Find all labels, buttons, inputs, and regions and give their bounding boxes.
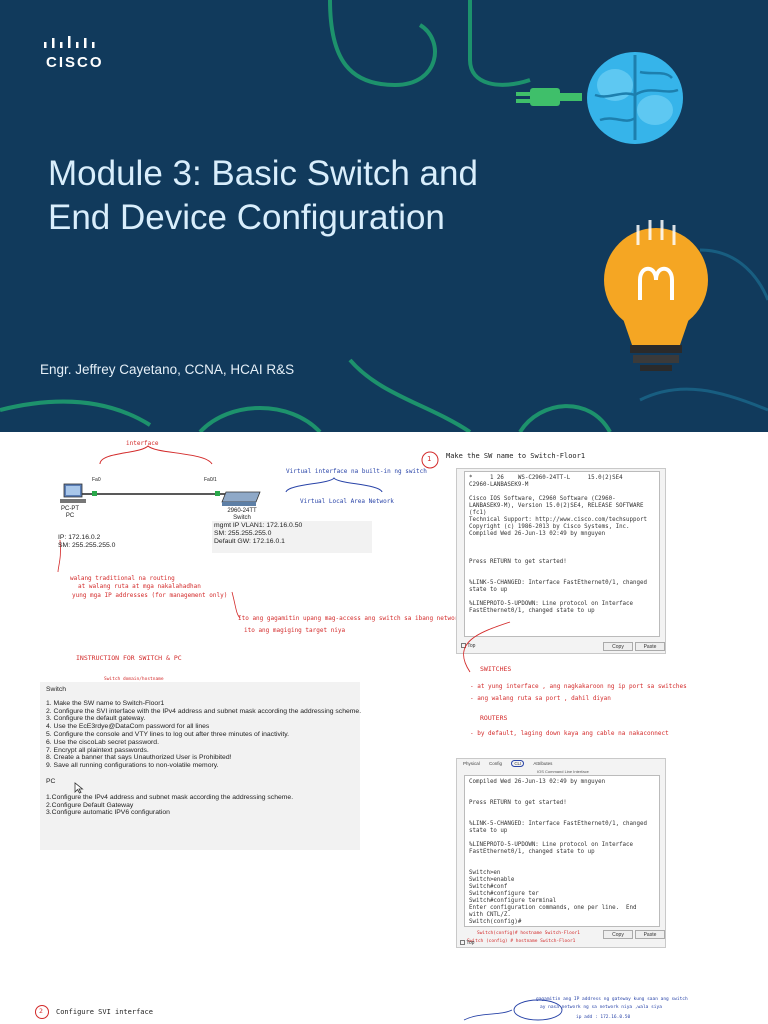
title-line-1: Module 3: Basic Switch and: [48, 154, 478, 193]
instruction-switch-title: Switch: [46, 686, 67, 693]
terminal-window-1: * 1 26 WS-C2960-24TT-L 15.0(2)SE4 C2960-…: [456, 468, 666, 654]
tab-attributes[interactable]: Attributes: [533, 761, 553, 766]
list-item: 2.Configure Default Gateway: [46, 801, 134, 809]
note-step2-3: ip add : 172.16.0.50: [576, 1015, 631, 1020]
list-item: 7. Encrypt all plaintext passwords.: [46, 746, 149, 754]
list-item: 9. Save all running configurations to no…: [46, 762, 219, 770]
note-switches-2: - ang walang ruta sa port , dahil diyan: [470, 695, 611, 702]
switch-address-box: mgmt IP VLAN1: 172.16.0.50 SM: 255.255.2…: [212, 521, 372, 553]
note-gateway-1: Ito ang gagamitin upang mag-access ang s…: [238, 615, 466, 622]
list-item: 8. Create a banner that says Unauthorize…: [46, 754, 232, 762]
cisco-logo-bars-icon: [44, 36, 95, 48]
switch-port-label: Fa0/1: [204, 477, 217, 483]
list-item: 2. Configure the SVI interface with the …: [46, 707, 362, 715]
note-step2-1: gagamitin ang IP address ng gateway kung…: [536, 997, 688, 1002]
list-item: 1.Configure the IPv4 address and subnet …: [46, 793, 294, 801]
note-switches-1: - at yung interface , ang nagkakaroon ng…: [470, 683, 687, 690]
small-note-hostname: Switch domain/hostname: [104, 677, 164, 682]
paste-button[interactable]: Paste: [635, 642, 665, 651]
title-line-2: End Device Configuration: [48, 198, 445, 237]
note-step2-2: ay nasa network ng sa network niya ,wala…: [540, 1005, 662, 1010]
step-2-number: 2: [39, 1007, 43, 1015]
switch-icon: [221, 491, 261, 506]
list-item: 3.Configure automatic IPV6 configuration: [46, 809, 170, 817]
pc-address-box: IP: 172.16.0.2 SM: 255.255.255.0: [58, 534, 116, 549]
author: Engr. Jeffrey Cayetano, CCNA, HCAI R&S: [40, 362, 295, 377]
instruction-heading: INSTRUCTION FOR SWITCH & PC: [76, 654, 182, 662]
pc-icon: [60, 483, 86, 503]
terminal-output-1[interactable]: * 1 26 WS-C2960-24TT-L 15.0(2)SE4 C2960-…: [464, 471, 660, 637]
annotation-circle: [463, 999, 563, 1021]
note-routers: ROUTERS: [480, 714, 508, 722]
note-gateway-2: ito ang magiging target niya: [244, 627, 346, 634]
note-hostname-2: Switch (config) # hostname Switch-Floor1: [467, 939, 576, 944]
switch-instruction-list: 1. Make the SW name to Switch-Floor1 2. …: [46, 699, 362, 770]
paste-button[interactable]: Paste: [635, 930, 665, 939]
slide-background-art: [0, 0, 768, 432]
pc-device-label: PC-PT PC: [61, 506, 79, 519]
page-title: Module 3: Basic Switch and End Device Co…: [48, 152, 568, 240]
lightbulb-icon: [604, 220, 708, 371]
step-2-circle-icon: [35, 1005, 49, 1019]
tab-config[interactable]: Config: [489, 761, 503, 766]
terminal-tabs: Physical Config CLI Attributes: [463, 760, 553, 767]
topology-drawing: [57, 445, 383, 619]
copy-button[interactable]: Copy: [603, 930, 633, 939]
instruction-box: Switch Switch domain/hostname 1. Make th…: [40, 677, 362, 850]
switch-device-label: 2960-24TT Switch: [227, 508, 257, 521]
pc-port-label: Fa0: [92, 477, 101, 483]
note-interface: interface: [126, 440, 159, 447]
list-item: 5. Configure the console and VTY lines t…: [46, 730, 290, 738]
list-item: 6. Use the ciscoLab secret password.: [46, 738, 159, 746]
terminal-output-2[interactable]: Compiled Wed 26-Jun-13 02:49 by mnguyen …: [464, 775, 660, 927]
tab-cli[interactable]: CLI: [511, 760, 525, 767]
cisco-logo: CISCO: [46, 54, 104, 71]
annotation-arrow: [463, 621, 511, 673]
note-pc-2: at walang ruta at mga nakalahadhan: [78, 583, 201, 590]
step-1-number: 1: [427, 455, 432, 463]
terminal-window-2: Physical Config CLI Attributes IOS Comma…: [456, 758, 666, 948]
note-pc-1: walang traditional na routing: [70, 575, 175, 582]
step-1-heading: Make the SW name to Switch-Floor1: [446, 452, 586, 460]
brain-icon: [587, 52, 683, 144]
list-item: 4. Use the EcE3rdye@DataCom password for…: [46, 723, 210, 731]
checkbox-icon[interactable]: [460, 940, 465, 946]
note-hostname-1: Switch(config)# hostname Switch-Floor1: [477, 931, 580, 936]
list-item: 1. Make the SW name to Switch-Floor1: [46, 699, 165, 707]
notes-page: interface Fa0 Fa0/1 PC-PT PC 2960-24TT S…: [0, 432, 768, 1024]
note-virtual-interface: Virtual interface na built-in ng switch: [286, 468, 427, 475]
title-slide: CISCO Module 3: Basic Switch and End Dev…: [0, 0, 768, 432]
step-1-circle-icon: [421, 451, 439, 469]
note-routers-1: - by default, laging down kaya ang cable…: [470, 730, 669, 737]
step-2-heading: Configure SVI interface: [56, 1008, 153, 1016]
cli-title: IOS Command Line Interface: [537, 769, 589, 774]
copy-button[interactable]: Copy: [603, 642, 633, 651]
mouse-cursor-icon: [74, 782, 84, 794]
tab-physical[interactable]: Physical: [463, 761, 480, 766]
top-checkbox-2[interactable]: Top: [460, 940, 474, 946]
list-item: 3. Configure the default gateway.: [46, 715, 146, 723]
note-pc-3: yung mga IP addresses (for management on…: [72, 592, 228, 599]
note-vlan: Virtual Local Area Network: [300, 498, 394, 505]
note-switches: SWITCHES: [480, 665, 512, 673]
instruction-pc-title: PC: [46, 777, 56, 785]
pc-instruction-list: 1.Configure the IPv4 address and subnet …: [46, 794, 354, 817]
